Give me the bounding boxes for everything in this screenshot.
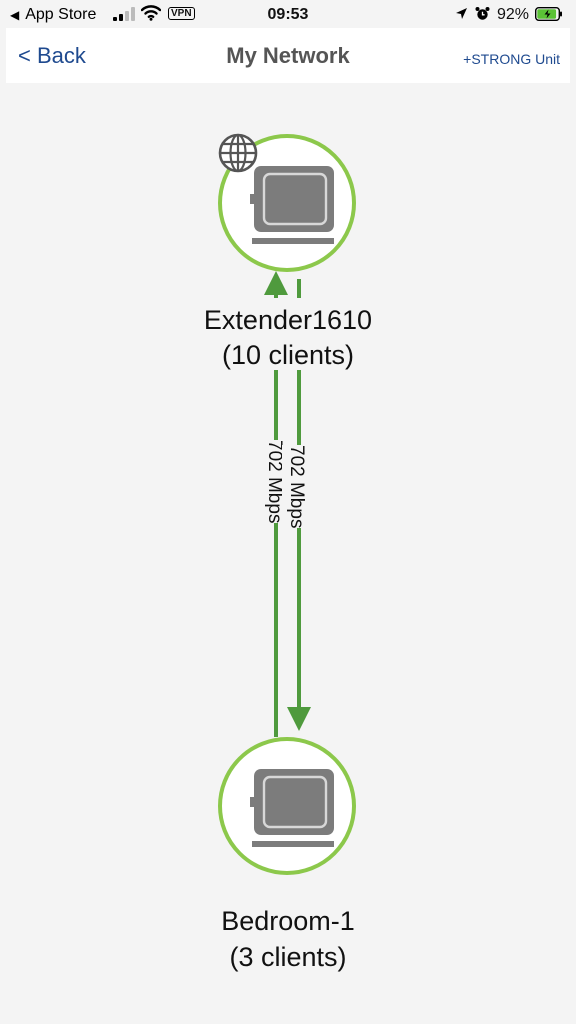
network-topology: Extender1610 (10 clients) 702 Mbps 702 M… (0, 83, 576, 1024)
status-bar: ◀ App Store VPN 09:53 92% (0, 0, 576, 28)
battery-charging-icon (535, 7, 562, 21)
page-title: My Network (226, 43, 350, 68)
router-device-icon (250, 769, 334, 847)
add-strong-unit-button[interactable]: +STRONG Unit (463, 51, 560, 67)
node-extender-circle[interactable] (218, 134, 356, 272)
globe-icon (218, 133, 258, 173)
node-bedroom-name: Bedroom-1 (221, 906, 355, 936)
router-device-icon (250, 166, 334, 244)
downlink-speed-label: 702 Mbps (282, 445, 310, 529)
vpn-badge: VPN (168, 7, 195, 20)
wifi-icon (141, 5, 161, 21)
node-extender-clients: (10 clients) (221, 340, 355, 370)
link-lines (264, 271, 311, 737)
back-triangle-icon: ◀ (10, 8, 20, 22)
alarm-clock-icon (475, 7, 490, 20)
node-bedroom-circle[interactable] (218, 737, 356, 875)
node-bedroom-clients: (3 clients) (229, 942, 347, 972)
cellular-signal-icon (113, 7, 135, 21)
navigation-bar: < Back My Network +STRONG Unit (6, 28, 570, 83)
location-arrow-icon (456, 8, 467, 19)
status-time: 09:53 (267, 6, 309, 23)
return-app-label: App Store (25, 6, 97, 23)
node-extender-name: Extender1610 (203, 305, 373, 335)
battery-percent: 92% (497, 6, 530, 23)
return-to-app-store[interactable]: ◀ App Store (10, 5, 96, 25)
back-button[interactable]: < Back (18, 43, 86, 68)
